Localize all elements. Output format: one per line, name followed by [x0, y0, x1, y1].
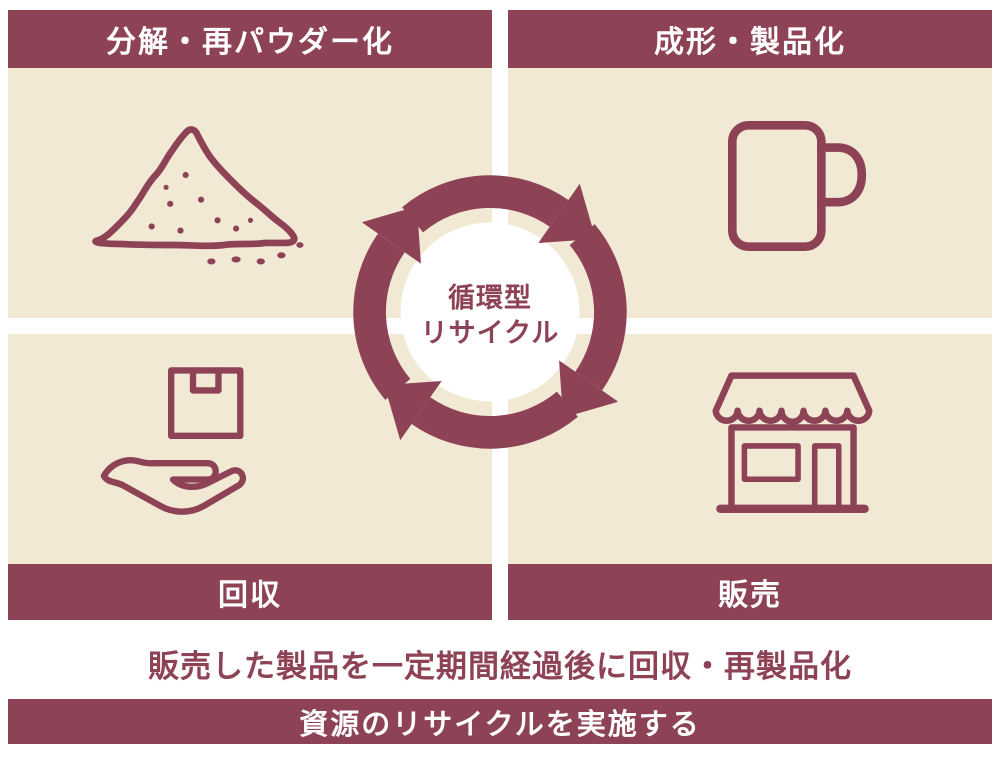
quadrant-molding-header: 成形・製品化 — [508, 10, 992, 68]
quadrant-sales-footer: 販売 — [508, 564, 992, 620]
footer-banner-label: 資源のリサイクルを実施する — [299, 708, 701, 741]
cycle-arrows-icon — [318, 140, 662, 484]
cycle-center-line2: リサイクル — [420, 318, 560, 348]
footer-banner: 資源のリサイクルを実施する — [8, 699, 992, 744]
cycle-center-line1: 循環型 — [448, 282, 532, 313]
quadrant-collection: 回収 — [8, 334, 492, 620]
storefront-icon — [700, 360, 885, 530]
mug-icon — [706, 102, 878, 274]
quadrant-repowder-header: 分解・再パウダー化 — [8, 10, 492, 68]
quadrant-repowder: 分解・再パウダー化 — [8, 10, 492, 318]
powder-pile-icon — [78, 105, 318, 280]
quadrant-sales-label: 販売 — [718, 579, 782, 612]
quadrant-collection-label: 回収 — [218, 579, 282, 612]
quadrant-collection-footer: 回収 — [8, 564, 492, 620]
quadrant-repowder-label: 分解・再パウダー化 — [106, 26, 394, 59]
cycle-center-label: 循環型 リサイクル — [370, 276, 610, 356]
quadrant-molding: 成形・製品化 — [508, 10, 992, 318]
diagram-caption: 販売した製品を一定期間経過後に回収・再製品化 — [148, 649, 852, 684]
quadrant-molding-label: 成形・製品化 — [654, 26, 846, 59]
hand-box-icon — [93, 362, 293, 537]
